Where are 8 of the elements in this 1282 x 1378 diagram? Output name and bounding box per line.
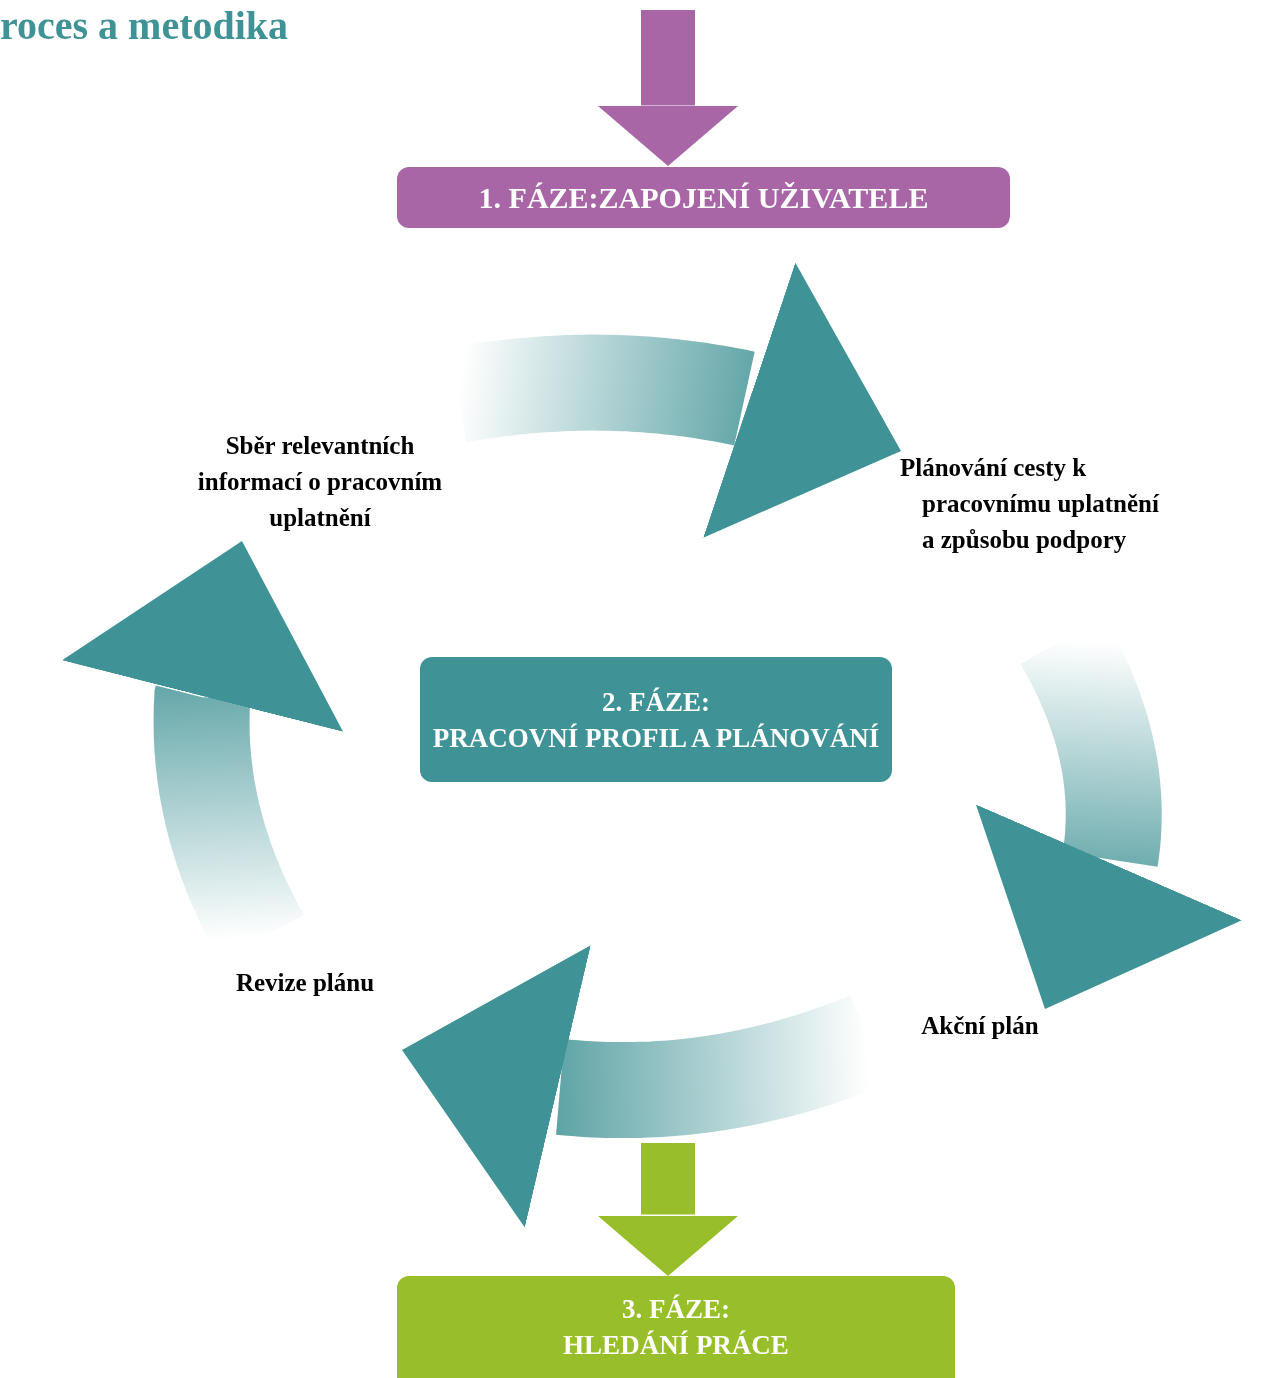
phase-box: 2. FÁZE: PRACOVNÍ PROFIL A PLÁNOVÁNÍ xyxy=(420,657,892,782)
step-label: Revize plánu xyxy=(205,965,405,1001)
phase-box: 3. FÁZE: HLEDÁNÍ PRÁCE xyxy=(397,1276,955,1378)
step-label: Plánování cesty k pracovnímu uplatnění a způsobu podpory xyxy=(900,450,1172,558)
step-label: Akční plán xyxy=(905,1008,1055,1044)
phase-box: 1. FÁZE:ZAPOJENÍ UŽIVATELE xyxy=(397,167,1010,228)
step-label: Sběr relevantních informací o pracovním uplatnění xyxy=(185,428,455,540)
title: roces a metodika xyxy=(0,2,289,50)
